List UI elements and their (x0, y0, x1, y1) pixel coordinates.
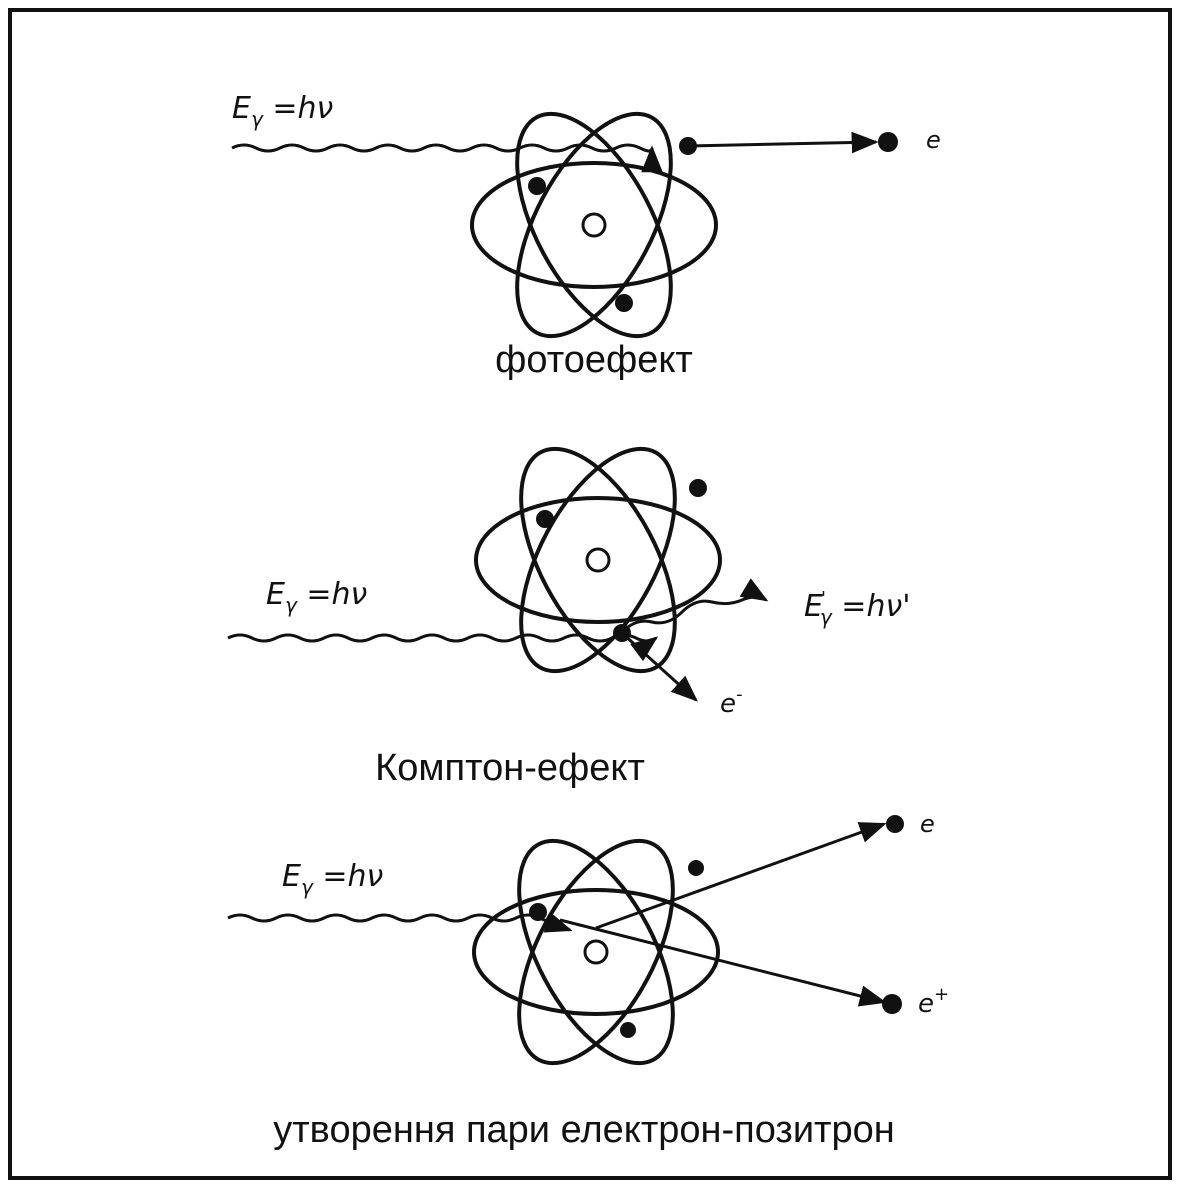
bound-electron (536, 510, 554, 528)
panel-pair-production: Eγ =hν e e+ утворення пари електрон-пози… (227, 810, 949, 1151)
produced-positron (882, 994, 902, 1014)
photon-energy-label: Eγ =hν (282, 859, 383, 899)
panel-photoeffect: Eγ =hν e фотоефект (231, 88, 941, 381)
electron-track (687, 131, 879, 154)
bound-electron (689, 479, 707, 497)
caption-photoeffect: фотоефект (495, 339, 693, 381)
positron-label: e+ (918, 984, 949, 1019)
bound-electron (528, 177, 546, 195)
figure-frame (8, 8, 1172, 1180)
bound-electron (615, 294, 633, 312)
electron-label: e (920, 810, 935, 838)
bound-electron (620, 1022, 636, 1038)
recoil-electron-track (620, 631, 699, 702)
photon-energy-label: Eγ =hν (232, 91, 333, 131)
incident-photon-wave (227, 633, 659, 662)
caption-compton: Комптон-ефект (375, 747, 645, 789)
scattered-photon-energy-label: E'γ =hν' (804, 588, 910, 629)
free-electron (878, 132, 898, 152)
bound-electron (688, 860, 704, 876)
incident-photon-wave (227, 912, 573, 933)
recoil-electron-label: e- (720, 684, 743, 719)
scattered-photon-wave (620, 578, 769, 634)
panel-compton: Eγ =hν E'γ =hν' e- Комптон-ефект (227, 423, 910, 789)
positron-track (559, 918, 887, 1007)
caption-pair-production: утворення пари електрон-позитрон (273, 1109, 894, 1151)
photon-energy-label: Eγ =hν (266, 577, 367, 617)
produced-electron (886, 815, 904, 833)
atom-1 (470, 88, 718, 362)
electron-label: e (926, 126, 941, 154)
atom-2 (474, 423, 722, 697)
incident-photon-wave (231, 143, 663, 173)
electron-track (595, 822, 887, 930)
